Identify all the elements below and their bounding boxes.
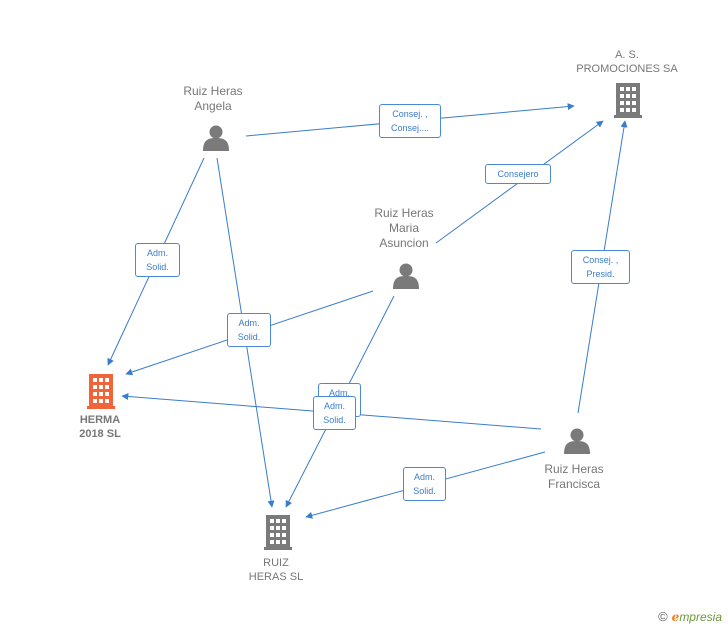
node-label-as-promociones: A. S. PROMOCIONES SA — [576, 49, 678, 75]
brand-logo: © empresia — [658, 609, 722, 624]
building-icon[interactable] — [87, 374, 115, 409]
brand-name: empresia — [671, 609, 722, 624]
edge-label-maria-to-as[interactable]: Consejero — [485, 164, 551, 184]
edge-label-maria-to-herma[interactable]: Adm. Solid. — [227, 313, 271, 347]
person-icon[interactable] — [203, 125, 229, 152]
node-label-ruiz-heras-francisca: Ruiz Heras Francisca — [544, 462, 604, 491]
person-icon[interactable] — [564, 428, 590, 455]
edge-label-angela-to-as[interactable]: Consej. , Consej.... — [379, 104, 441, 138]
edge-label-francisca-to-as[interactable]: Consej. , Presid. — [571, 250, 630, 284]
edge-label-angela-to-herma[interactable]: Adm. Solid. — [135, 243, 180, 277]
node-label-ruiz-heras-angela: Ruiz Heras Angela — [183, 84, 243, 113]
edge-label-maria-to-ruiz[interactable]: Adm. Solid. — [313, 396, 356, 430]
node-label-herma-2018: HERMA 2018 SL — [79, 414, 121, 440]
copyright-symbol: © — [658, 609, 668, 624]
node-label-ruiz-heras-sl: RUIZ HERAS SL — [248, 557, 304, 583]
node-label-ruiz-heras-maria: Ruiz Heras Maria Asuncion — [374, 206, 434, 250]
person-icon[interactable] — [393, 263, 419, 290]
building-icon[interactable] — [614, 83, 642, 118]
building-icon[interactable] — [264, 515, 292, 550]
edge-label-francisca-to-ruiz[interactable]: Adm. Solid. — [403, 467, 446, 501]
